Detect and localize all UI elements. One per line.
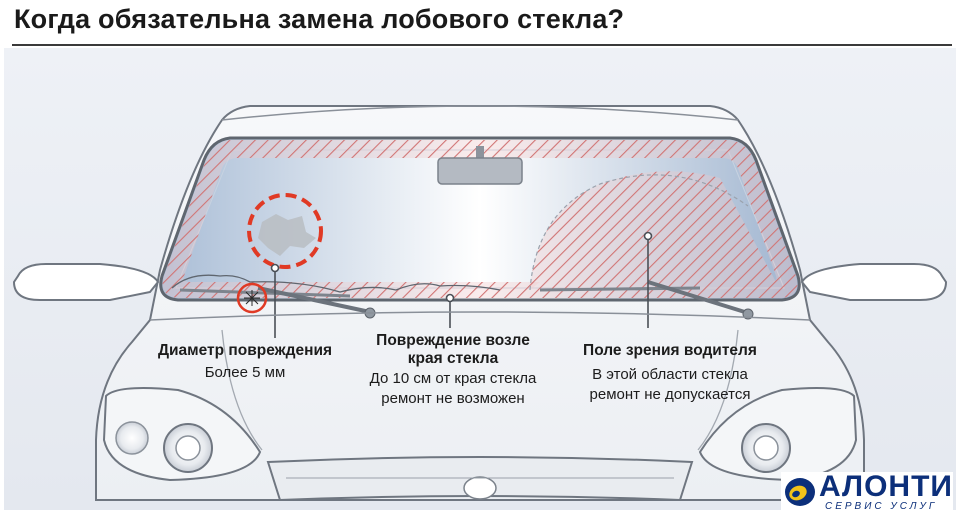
edge-zone-hatch [162, 140, 798, 298]
callout-text: ремонт не допускается [589, 386, 751, 403]
title-underline [12, 44, 952, 46]
right-wiper [539, 280, 754, 320]
left-mirror-shape [12, 263, 160, 301]
brand-logo: АЛОНТИ СЕРВИС УСЛУГ [781, 470, 953, 512]
callout-heading: Повреждение возле [376, 332, 530, 349]
callout-damage-diameter: Диаметр повреждения Более 5 мм [140, 342, 350, 383]
left-headlight [102, 387, 262, 482]
chip-damage-marker [247, 193, 323, 269]
logo-subtitle: СЕРВИС УСЛУГ [825, 501, 938, 512]
brand-emblem [463, 476, 497, 500]
logo-name: АЛОНТИ [819, 470, 953, 503]
right-mirror-shape [800, 263, 948, 301]
callout-text: ремонт не возможен [381, 390, 525, 407]
callout-driver-view: Поле зрения водителя В этой области стек… [560, 342, 780, 405]
rear-view-mirror [437, 157, 523, 185]
callout-edge-damage: Повреждение возле края стекла До 10 см о… [340, 332, 566, 409]
logo-mark-icon [785, 478, 815, 506]
page-title: Когда обязательна замена лобового стекла… [14, 4, 625, 34]
pointer-lines [270, 231, 653, 338]
callout-heading: Поле зрения водителя [583, 342, 757, 359]
edge-crack-marker [236, 282, 268, 314]
right-headlight [698, 387, 858, 482]
callout-text: В этой области стекла [592, 366, 748, 383]
callout-text: Более 5 мм [204, 364, 286, 381]
callout-heading: Диаметр повреждения [157, 342, 333, 359]
mirror-stalk [476, 146, 484, 160]
callout-heading: края стекла [407, 350, 499, 367]
callout-text: До 10 см от края стекла [369, 370, 537, 387]
driver-view-zone [530, 171, 776, 290]
